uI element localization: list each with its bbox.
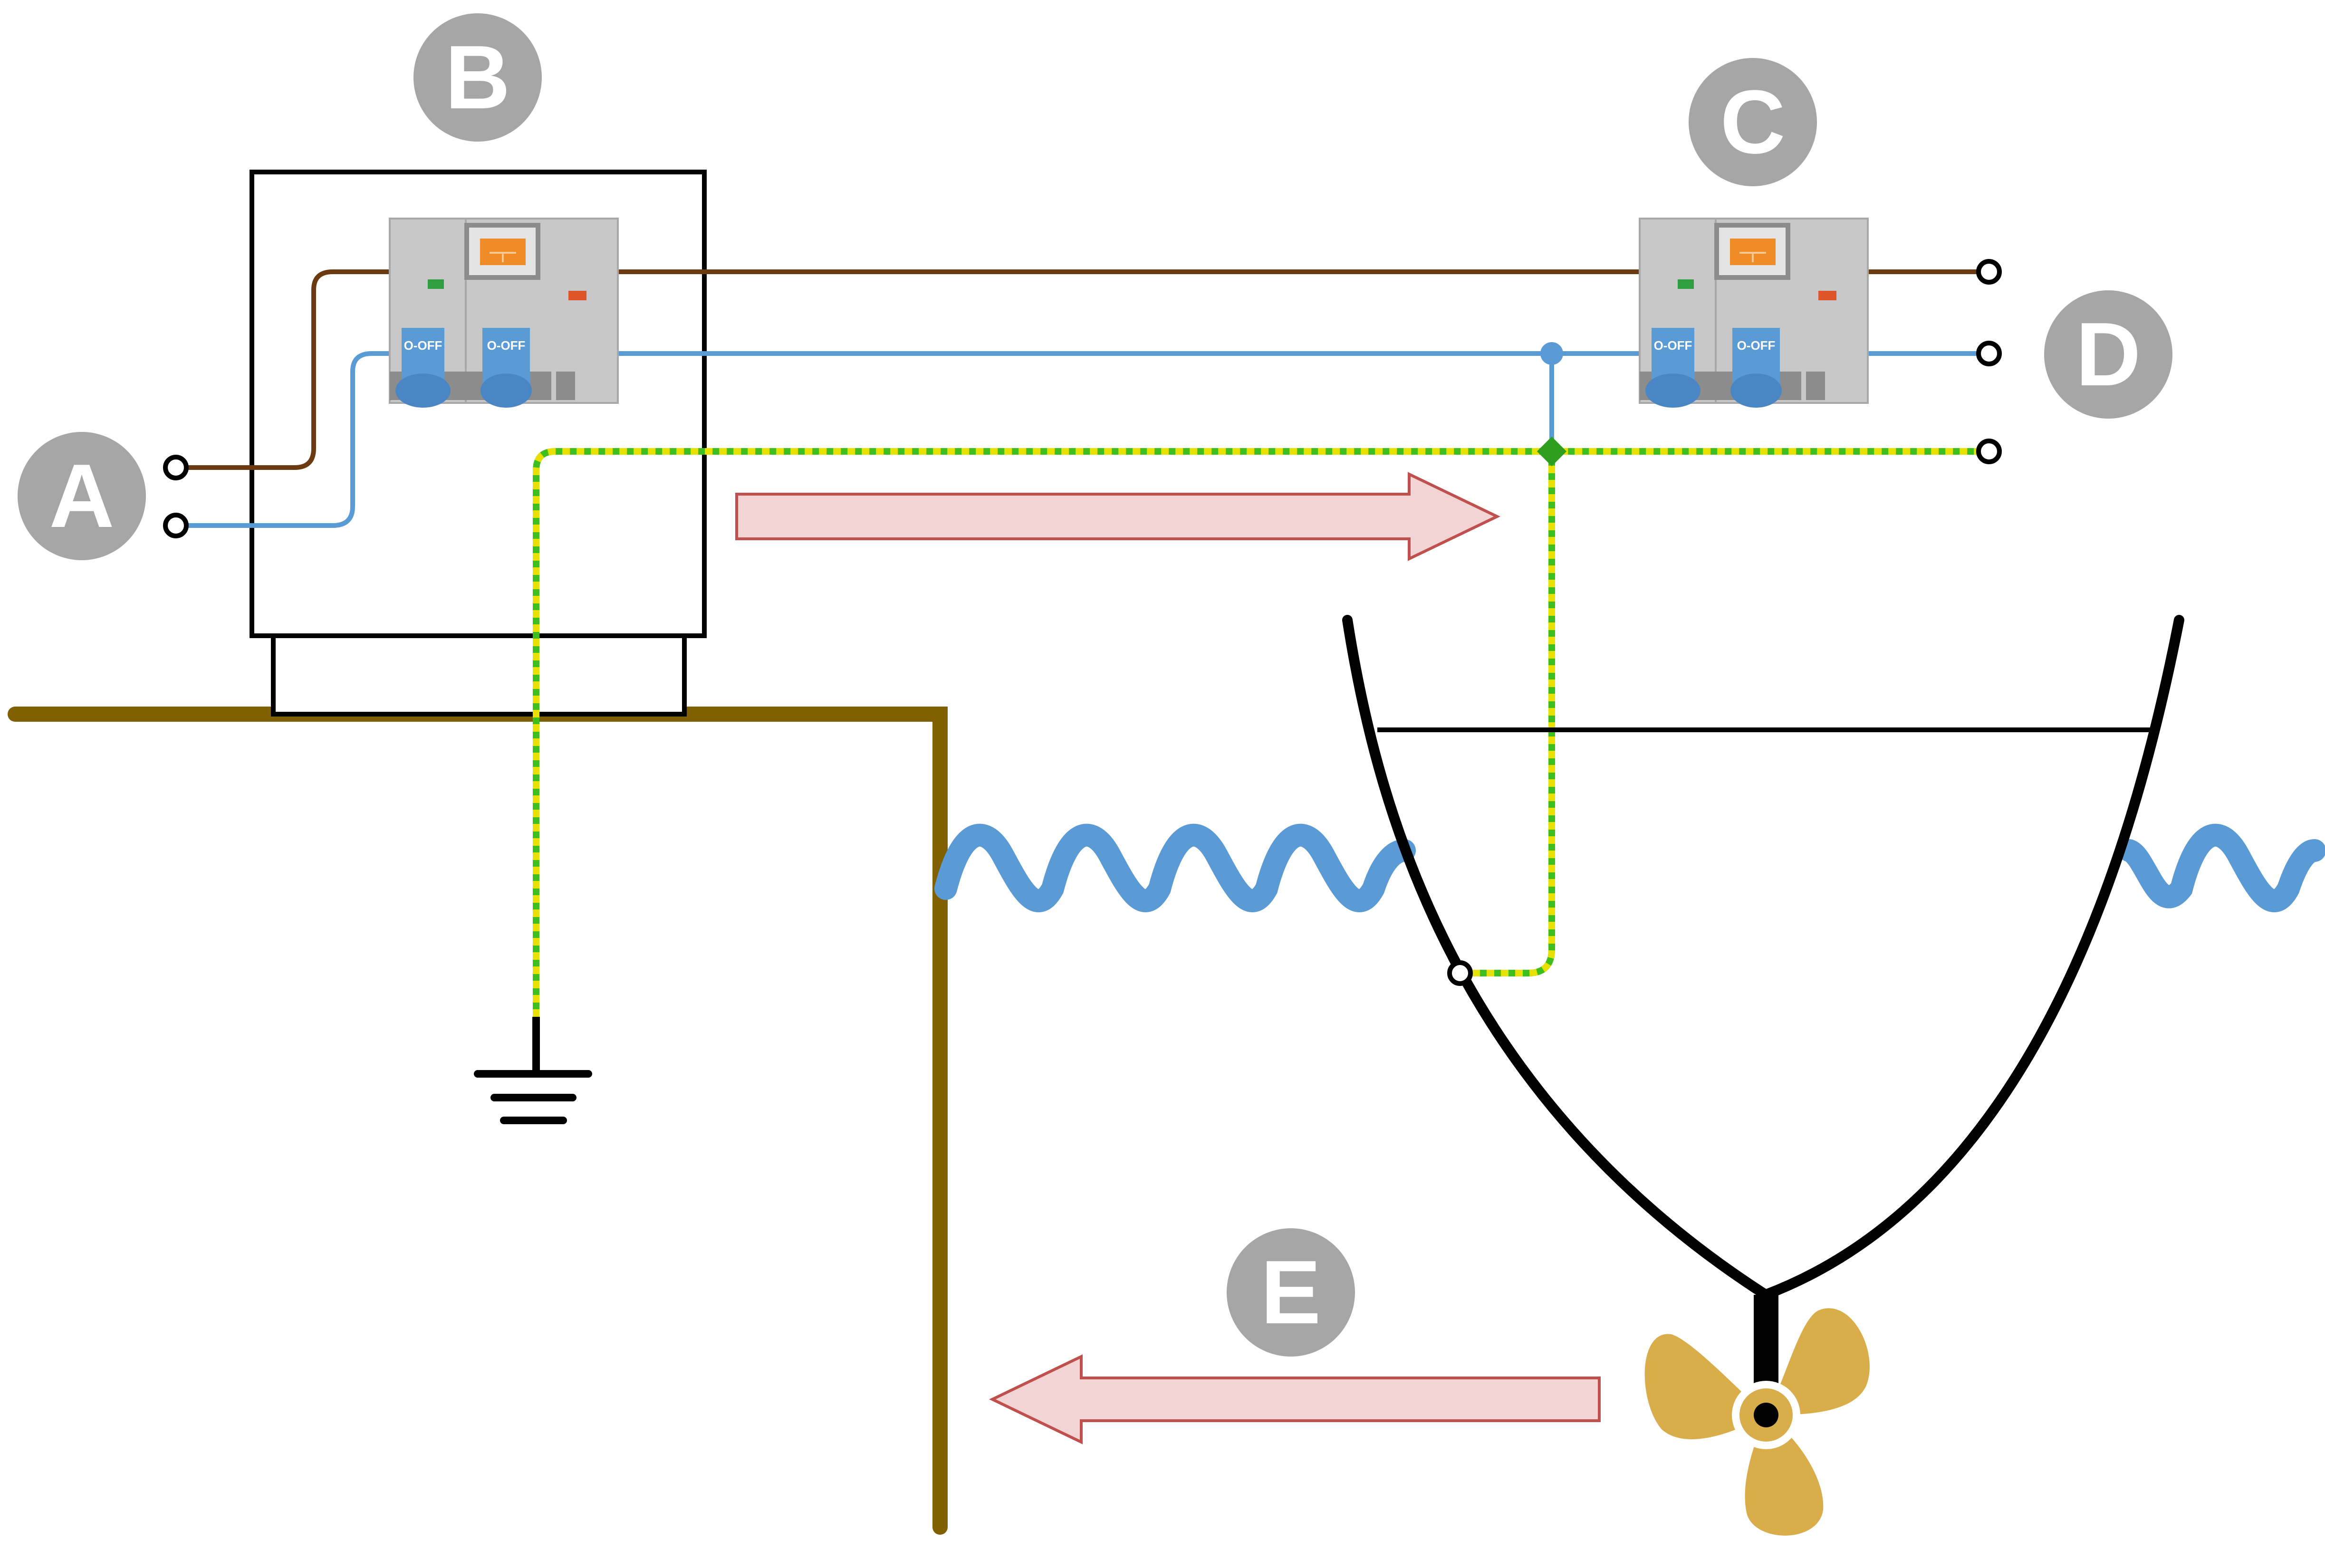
shore-breaker-switch-1-label: O-OFF xyxy=(404,338,442,353)
terminal-a-live xyxy=(163,455,189,480)
label-c-badge: C xyxy=(1689,58,1817,186)
neutral-wire xyxy=(177,351,1989,528)
label-e-badge: E xyxy=(1227,1228,1355,1357)
water-wave-right xyxy=(2118,823,2325,912)
terminal-d-earth xyxy=(1976,439,2002,464)
label-d: D xyxy=(2075,304,2141,405)
boat-hull xyxy=(1342,615,2184,1409)
label-a-badge: A xyxy=(18,432,146,560)
label-b-badge: B xyxy=(413,13,542,142)
earth-junction xyxy=(1537,436,1567,467)
label-c: C xyxy=(1720,72,1785,172)
boat-circuit-breaker-icon: O-OFF O-OFF xyxy=(1640,219,1868,408)
current-arrow-right xyxy=(735,472,1500,561)
shore-breaker-switch-2-label: O-OFF xyxy=(487,338,526,353)
label-d-badge: D xyxy=(2044,290,2172,419)
terminal-d-neutral xyxy=(1976,341,2002,366)
current-arrow-left xyxy=(989,1354,1601,1444)
terminal-a-neutral xyxy=(163,513,189,538)
label-b: B xyxy=(445,27,510,128)
terminal-d-live xyxy=(1976,259,2002,285)
propeller-icon xyxy=(1644,1308,1870,1536)
boat-breaker-switch-1-label: O-OFF xyxy=(1654,338,1692,353)
label-a: A xyxy=(49,446,114,546)
live-wire xyxy=(177,269,1989,470)
label-e: E xyxy=(1261,1242,1321,1343)
earth-ground-icon xyxy=(474,1017,592,1124)
neutral-junction xyxy=(1540,342,1563,365)
hull-earth-terminal xyxy=(1447,960,1473,986)
earth-wire xyxy=(533,448,1989,1017)
shore-ground xyxy=(8,707,948,1535)
shore-circuit-breaker-icon: O-OFF O-OFF xyxy=(390,219,618,408)
water-wave-left xyxy=(934,823,1416,912)
boat-breaker-switch-2-label: O-OFF xyxy=(1737,338,1776,353)
